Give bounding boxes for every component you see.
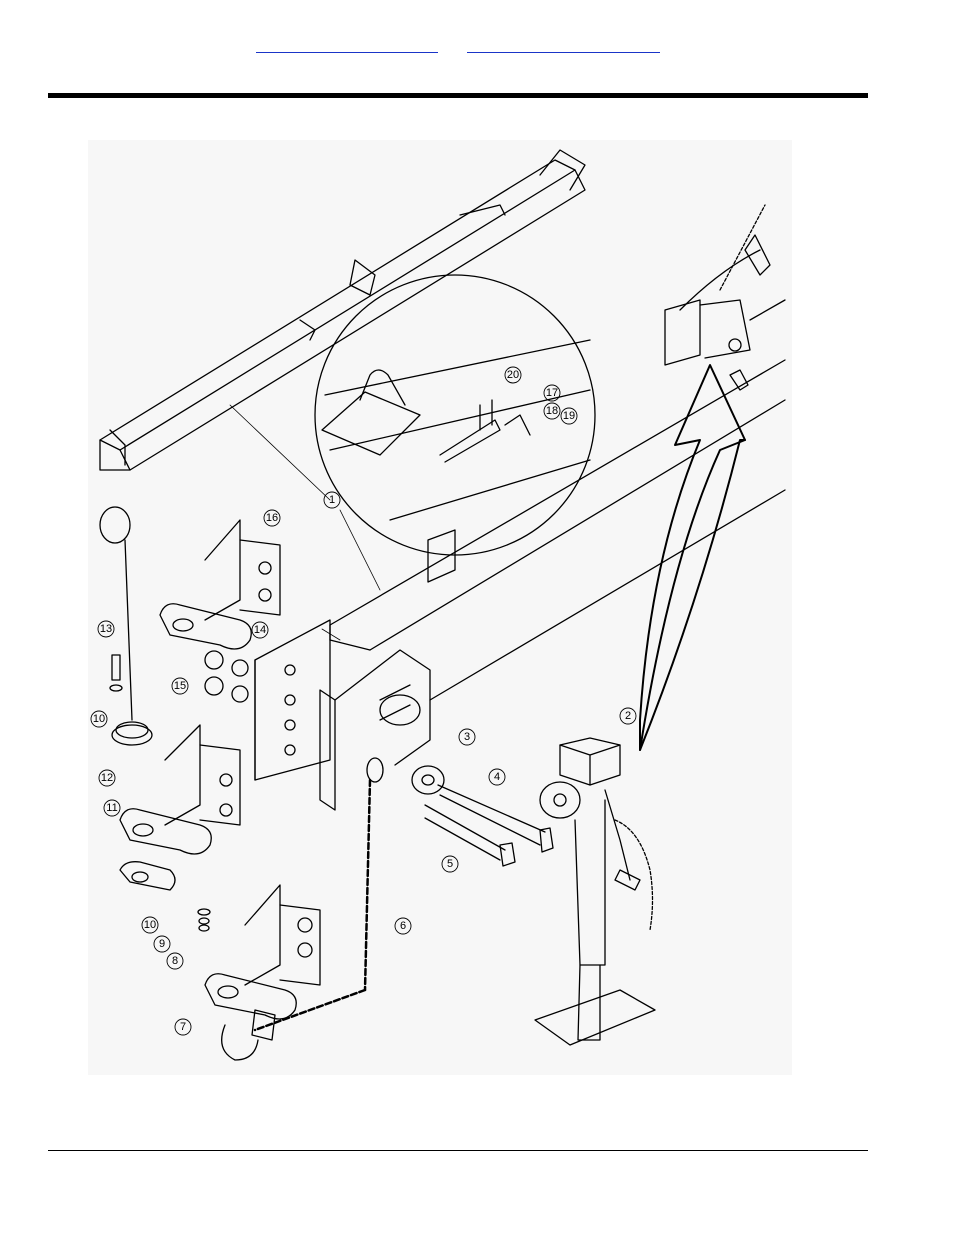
hitch-mount — [255, 620, 430, 810]
callout-10-lower: 10 — [144, 919, 156, 931]
callout-2: 2 — [625, 710, 631, 722]
header-link-1[interactable] — [256, 38, 438, 53]
jack-stand — [535, 738, 655, 1045]
parts-diagram: 1 2 3 4 5 6 7 8 9 10 10 11 12 13 14 15 1… — [88, 140, 792, 1075]
callout-4: 4 — [494, 771, 500, 783]
callout-8: 8 — [172, 955, 178, 967]
header-rule — [48, 93, 868, 98]
bushings — [205, 651, 248, 702]
bolt-washer-13 — [110, 655, 210, 931]
bolts — [412, 766, 553, 866]
callout-9: 9 — [159, 938, 165, 950]
callout-19: 19 — [563, 410, 575, 422]
jack-mount-detail — [665, 205, 785, 390]
frame-overview — [100, 150, 585, 470]
callout-14: 14 — [254, 624, 266, 636]
callout-12: 12 — [101, 772, 113, 784]
callout-15: 15 — [174, 680, 186, 692]
footer-rule — [48, 1150, 868, 1151]
callout-17: 17 — [546, 387, 558, 399]
callout-13: 13 — [100, 623, 112, 635]
clevis-middle — [120, 725, 240, 890]
direction-arrow — [640, 365, 745, 750]
callout-7: 7 — [180, 1021, 186, 1033]
callout-10-upper: 10 — [93, 713, 105, 725]
callout-20: 20 — [507, 369, 519, 381]
callout-3: 3 — [464, 731, 470, 743]
leader-lines — [230, 405, 380, 640]
callout-18: 18 — [546, 405, 558, 417]
callout-11: 11 — [106, 802, 117, 814]
callout-16: 16 — [266, 512, 278, 524]
header-link-2[interactable] — [467, 38, 660, 53]
callout-5: 5 — [447, 858, 453, 870]
callout-6: 6 — [400, 920, 406, 932]
safety-chain — [222, 758, 383, 1060]
callout-1: 1 — [329, 494, 335, 506]
callout-labels: 1 2 3 4 5 6 7 8 9 10 10 11 12 13 14 15 1… — [91, 367, 636, 1035]
clevis-lower — [205, 885, 320, 1019]
